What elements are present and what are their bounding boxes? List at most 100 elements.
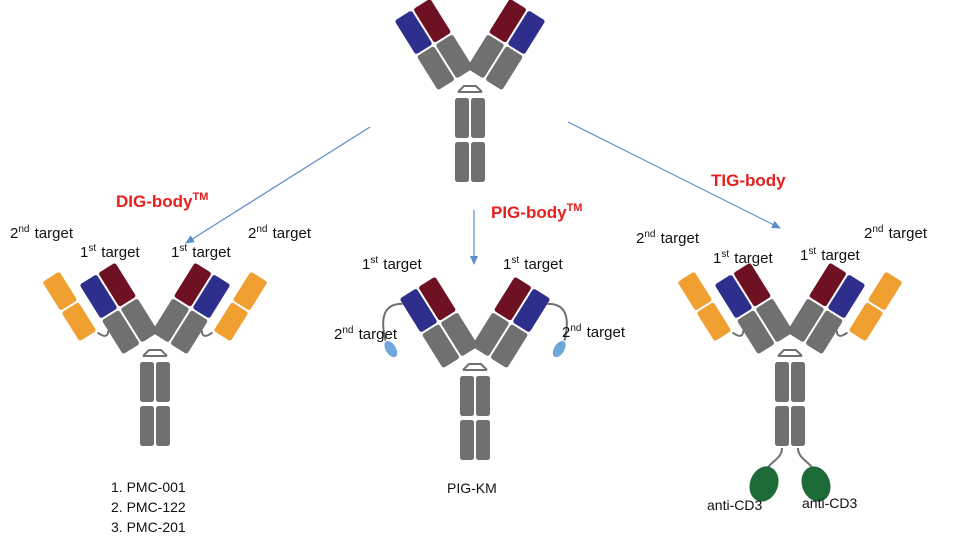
variable-heavy-domain (174, 263, 211, 307)
dig-second-target-left-label: 2nd target (10, 224, 73, 242)
variable-heavy-domain (734, 263, 771, 307)
fc-domain (460, 420, 474, 460)
variable-light-domain (400, 289, 437, 332)
fc-domain (791, 406, 805, 446)
dig-body-antibody (43, 263, 267, 446)
variable-heavy-domain (99, 263, 136, 307)
constant-domain (422, 324, 459, 368)
second-target-domain (678, 272, 712, 310)
arrows-layer (185, 121, 781, 265)
pig-second-target-left-label: 2nd target (334, 325, 397, 343)
tig-body-antibody (678, 263, 902, 502)
fc-domain (460, 376, 474, 416)
fc-domain (140, 362, 154, 402)
dig-body-title: DIG-bodyTM (116, 191, 209, 211)
fc-domain (471, 142, 485, 182)
dig-product-list: 1. PMC-001 2. PMC-122 3. PMC-201 (111, 477, 186, 537)
second-target-domain (43, 272, 77, 310)
linker (96, 330, 110, 337)
pig-first-target-left-label: 1st target (362, 255, 422, 273)
constant-domain (102, 310, 139, 354)
antibody-arm (152, 263, 267, 354)
variable-heavy-domain (414, 0, 451, 43)
variable-heavy-domain (489, 0, 526, 43)
peptide-linker (382, 302, 403, 341)
fc-domain (156, 362, 170, 402)
tig-first-target-left-label: 1st target (713, 249, 773, 267)
fc-domain (455, 98, 469, 138)
pig-first-target-right-label: 1st target (503, 255, 563, 273)
fc-domain (140, 406, 154, 446)
fc-domain (775, 406, 789, 446)
second-target-domain (214, 302, 248, 341)
pig-body-title: PIG-bodyTM (491, 202, 583, 222)
arrow (567, 121, 781, 229)
hinge (457, 85, 483, 93)
constant-domain (417, 46, 454, 90)
variable-light-domain (395, 11, 432, 54)
constant-domain (441, 313, 478, 356)
variable-heavy-domain (419, 277, 456, 321)
fc-domain (476, 420, 490, 460)
constant-domain (737, 310, 774, 354)
tig-first-target-right-label: 1st target (800, 246, 860, 264)
constant-domain (472, 313, 509, 356)
hinge (462, 363, 488, 371)
second-target-domain (849, 302, 883, 341)
constant-domain (121, 299, 158, 342)
antibody-arm (678, 263, 793, 354)
anti-cd3-domain (801, 466, 831, 502)
tig-cd3-left-label: anti-CD3 (707, 497, 763, 513)
variable-light-domain (828, 275, 865, 318)
linker (835, 330, 849, 337)
second-target-domain (868, 272, 902, 310)
peptide-tag (384, 340, 398, 358)
arrow (185, 126, 371, 244)
antibody-arm (472, 277, 568, 368)
variable-light-domain (508, 11, 545, 54)
constant-domain (756, 299, 793, 342)
variable-light-domain (80, 275, 117, 318)
fc-domain (471, 98, 485, 138)
constant-domain (486, 46, 523, 90)
second-target-domain (62, 302, 96, 341)
hinge (777, 349, 803, 357)
pig-product-label: PIG-KM (447, 480, 497, 496)
antibody-arm (395, 0, 473, 90)
fc-domain (791, 362, 805, 402)
tig-body-title: TIG-body (711, 171, 786, 190)
fc-domain (156, 406, 170, 446)
constant-domain (491, 324, 528, 368)
variable-light-domain (193, 275, 230, 318)
constant-domain (806, 310, 843, 354)
linker (200, 330, 214, 337)
dig-product-item: 3. PMC-201 (111, 519, 186, 535)
fc-domain (775, 362, 789, 402)
dig-first-target-right-label: 1st target (171, 243, 231, 261)
dig-second-target-right-label: 2nd target (248, 224, 311, 242)
antibody-arm (787, 263, 902, 354)
constant-domain (152, 299, 189, 342)
hinge (142, 349, 168, 357)
tig-second-target-left-label: 2nd target (636, 229, 699, 247)
peptide-tag (552, 340, 566, 358)
anti-cd3-domain (749, 466, 779, 502)
peptide-linker (547, 302, 568, 341)
constant-domain (787, 299, 824, 342)
variable-light-domain (715, 275, 752, 318)
antibody-arm (382, 277, 478, 368)
dig-first-target-left-label: 1st target (80, 243, 140, 261)
tig-cd3-right-label: anti-CD3 (802, 495, 858, 511)
variable-light-domain (513, 289, 550, 332)
antibodies-layer (43, 0, 902, 502)
constant-domain (436, 35, 473, 78)
constant-domain (467, 35, 504, 78)
pig-second-target-right-label: 2nd target (562, 323, 625, 341)
linker (731, 330, 745, 337)
tig-second-target-right-label: 2nd target (864, 224, 927, 242)
pig-body-antibody (382, 277, 568, 460)
dig-product-item: 1. PMC-001 (111, 479, 186, 495)
antibody-arm (467, 0, 545, 90)
